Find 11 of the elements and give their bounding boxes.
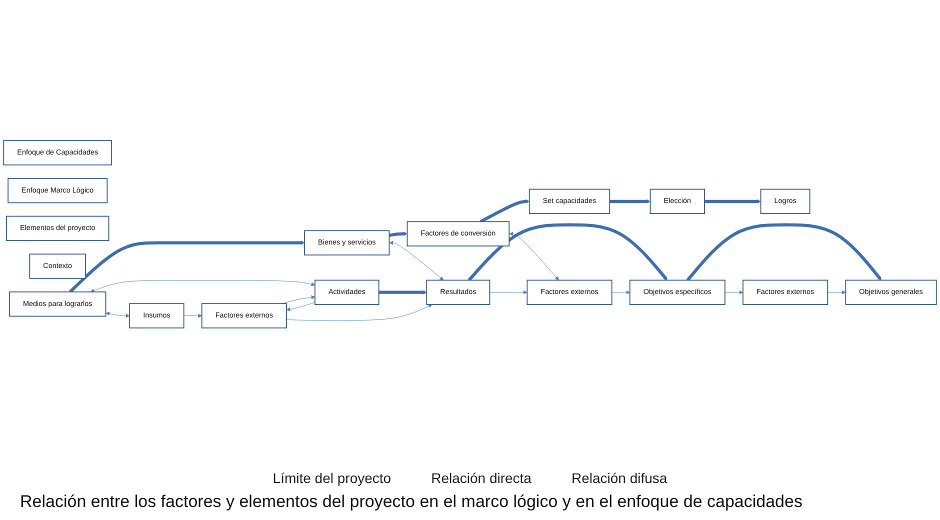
arrow (686, 222, 882, 281)
caption: Relación entre los factores y elementos del proyecto en el marco lógico y en el enfoque de capacidades (19, 491, 804, 513)
note-text: Relación difusa (571, 470, 668, 486)
arrow (69, 240, 305, 293)
arrow (388, 232, 408, 237)
arrow (378, 290, 427, 294)
arrow (610, 199, 650, 204)
note-text: Relación directa (431, 470, 532, 486)
arrow (480, 199, 530, 223)
arrow (704, 199, 761, 204)
note-text: Límite del proyecto (272, 470, 392, 486)
